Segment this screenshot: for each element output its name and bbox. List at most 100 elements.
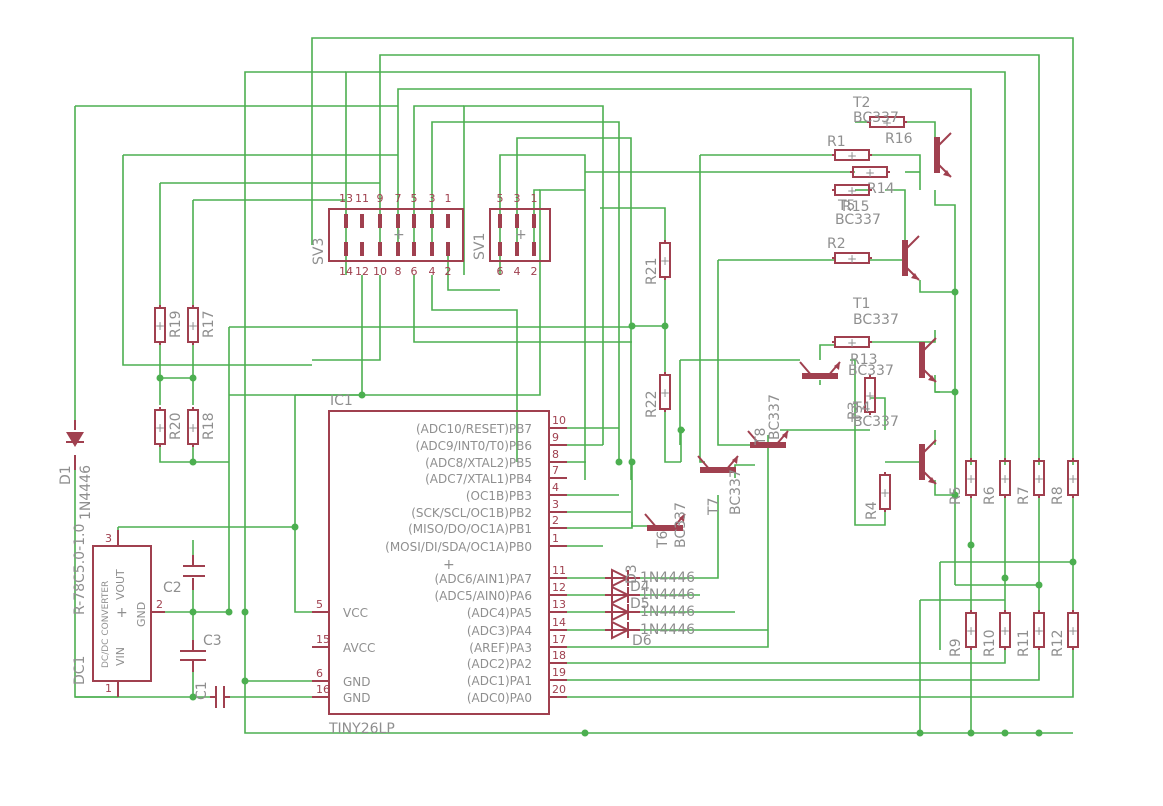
r17-name: R17 bbox=[201, 310, 217, 338]
sv3-pin-bottom bbox=[360, 242, 364, 256]
sv3-pin-label: 13 bbox=[339, 192, 353, 205]
sv3-pin-label: 8 bbox=[395, 265, 402, 278]
resistor-r22: +R22 bbox=[644, 372, 671, 418]
sv1-pin-top bbox=[498, 214, 502, 228]
ic1-pin-label: (OC1B)PB3 bbox=[466, 489, 532, 503]
svg-text:+: + bbox=[393, 227, 405, 243]
sv3-pin-label: 10 bbox=[373, 265, 387, 278]
sv3-pin-label: 9 bbox=[377, 192, 384, 205]
svg-text:+: + bbox=[865, 389, 875, 403]
d5-value: 1N4446 bbox=[640, 604, 695, 620]
sv3-pin-bottom bbox=[378, 242, 382, 256]
ic1-pin-label: (ADC6/AIN1)PA7 bbox=[434, 572, 532, 586]
d1-value: 1N4446 bbox=[78, 465, 94, 520]
r18-name: R18 bbox=[201, 412, 217, 440]
t3-value: BC337 bbox=[848, 363, 894, 379]
transistor-t4 bbox=[919, 439, 937, 485]
transistor-t7 bbox=[697, 455, 739, 473]
sv3-pin-label: 14 bbox=[339, 265, 353, 278]
sv3-pin-top bbox=[412, 214, 416, 228]
sv1-pin-label: 3 bbox=[514, 192, 521, 205]
ic1-pin-label: VCC bbox=[343, 606, 368, 620]
ic1-pin-num: 15 bbox=[316, 633, 330, 646]
resistor-r9: +R9 bbox=[948, 610, 977, 657]
ic1-pin-label: (MOSI/DI/SDA/OC1A)PB0 bbox=[385, 540, 532, 554]
d1-diode: D1 1N4446 bbox=[58, 420, 94, 520]
t3-name: T3 bbox=[850, 405, 866, 423]
ic1-pin-num: 18 bbox=[552, 649, 566, 662]
d4-name: D4 bbox=[630, 579, 650, 595]
r9-name: R9 bbox=[948, 638, 964, 657]
resistor-r4: +R4 bbox=[864, 472, 891, 520]
capacitor-c3: C3 bbox=[180, 633, 222, 672]
wires bbox=[74, 37, 1074, 734]
r2-name: R2 bbox=[827, 236, 846, 252]
ic1-pin-num: 9 bbox=[552, 431, 559, 444]
diode-d5: 1N4446 bbox=[605, 602, 695, 622]
dc1-pin3: 3 bbox=[105, 532, 112, 545]
resistor-r1: +R1 bbox=[827, 134, 872, 163]
t2-value: BC337 bbox=[853, 110, 899, 126]
r16-name: R16 bbox=[885, 131, 913, 147]
r4-name: R4 bbox=[864, 501, 880, 520]
ic1-pin-label: GND bbox=[343, 675, 371, 689]
sv3-pin-top bbox=[446, 214, 450, 228]
svg-text:+: + bbox=[155, 319, 165, 333]
sv3-pin-top bbox=[378, 214, 382, 228]
t1-value: BC337 bbox=[853, 312, 899, 328]
svg-text:+: + bbox=[880, 486, 890, 500]
d4-value: 1N4446 bbox=[640, 587, 695, 603]
sv1-name: SV1 bbox=[472, 233, 488, 260]
sv3-pin-label: 7 bbox=[395, 192, 402, 205]
ic1-pin-num: 6 bbox=[316, 667, 323, 680]
r13-name: R13 bbox=[850, 352, 878, 368]
t5-value: BC337 bbox=[835, 212, 881, 228]
r7-name: R7 bbox=[1016, 486, 1032, 505]
transistor-t6 bbox=[644, 513, 686, 531]
svg-text:+: + bbox=[966, 472, 976, 486]
dc1-gnd: GND bbox=[135, 602, 148, 627]
ic1-pin-label: GND bbox=[343, 691, 371, 705]
svg-text:+: + bbox=[660, 254, 670, 268]
svg-text:+: + bbox=[1034, 624, 1044, 638]
sv1-pin-label: 1 bbox=[531, 192, 538, 205]
capacitor-c1: C1 bbox=[194, 681, 230, 708]
transistor-t1 bbox=[919, 337, 937, 383]
sv1-pin-top bbox=[515, 214, 519, 228]
svg-text:+: + bbox=[660, 386, 670, 400]
ic1-pin-label: (ADC8/XTAL2)PB5 bbox=[425, 456, 532, 470]
t5-name: T5 bbox=[837, 198, 855, 214]
c1-name: C1 bbox=[194, 681, 210, 700]
d6-value: 1N4446 bbox=[640, 622, 695, 638]
svg-text:+: + bbox=[1068, 472, 1078, 486]
ic1-pin-label: (ADC0)PA0 bbox=[467, 691, 532, 705]
t4-name: T4 bbox=[852, 400, 871, 416]
ic1-value: TINY26LP bbox=[328, 721, 395, 737]
resistor-r3: +R3 bbox=[846, 375, 876, 420]
ic1-pin-num: 14 bbox=[552, 616, 566, 629]
dc1-value: R-78C5.0-1.0 bbox=[72, 524, 88, 615]
svg-text:+: + bbox=[188, 421, 198, 435]
resistor-r2: +R2 bbox=[827, 236, 872, 266]
transistor-t5 bbox=[902, 235, 920, 281]
dc1-vout: VOUT bbox=[114, 569, 127, 600]
resistor-r12: +R12 bbox=[1050, 610, 1079, 657]
ic1-pin-label: (MISO/DO/OC1A)PB1 bbox=[408, 522, 532, 536]
resistor-r20: +R20 bbox=[154, 407, 184, 447]
r22-name: R22 bbox=[644, 390, 660, 418]
t1-name: T1 bbox=[852, 296, 870, 312]
ic1-pin-label: (ADC3)PA4 bbox=[467, 624, 532, 638]
ic1-pin-label: (ADC1)PA1 bbox=[467, 674, 532, 688]
resistor-r13: +R13 bbox=[832, 336, 878, 368]
ic1-pin-num: 12 bbox=[552, 581, 566, 594]
resistor-r7: +R7 bbox=[1016, 458, 1045, 505]
dc1-title: DC/DC CONVERTER bbox=[101, 581, 111, 668]
svg-text:+: + bbox=[1000, 624, 1010, 638]
dc1-name: DC1 bbox=[72, 656, 88, 685]
svg-text:+: + bbox=[882, 116, 892, 130]
r21-name: R21 bbox=[644, 257, 660, 285]
